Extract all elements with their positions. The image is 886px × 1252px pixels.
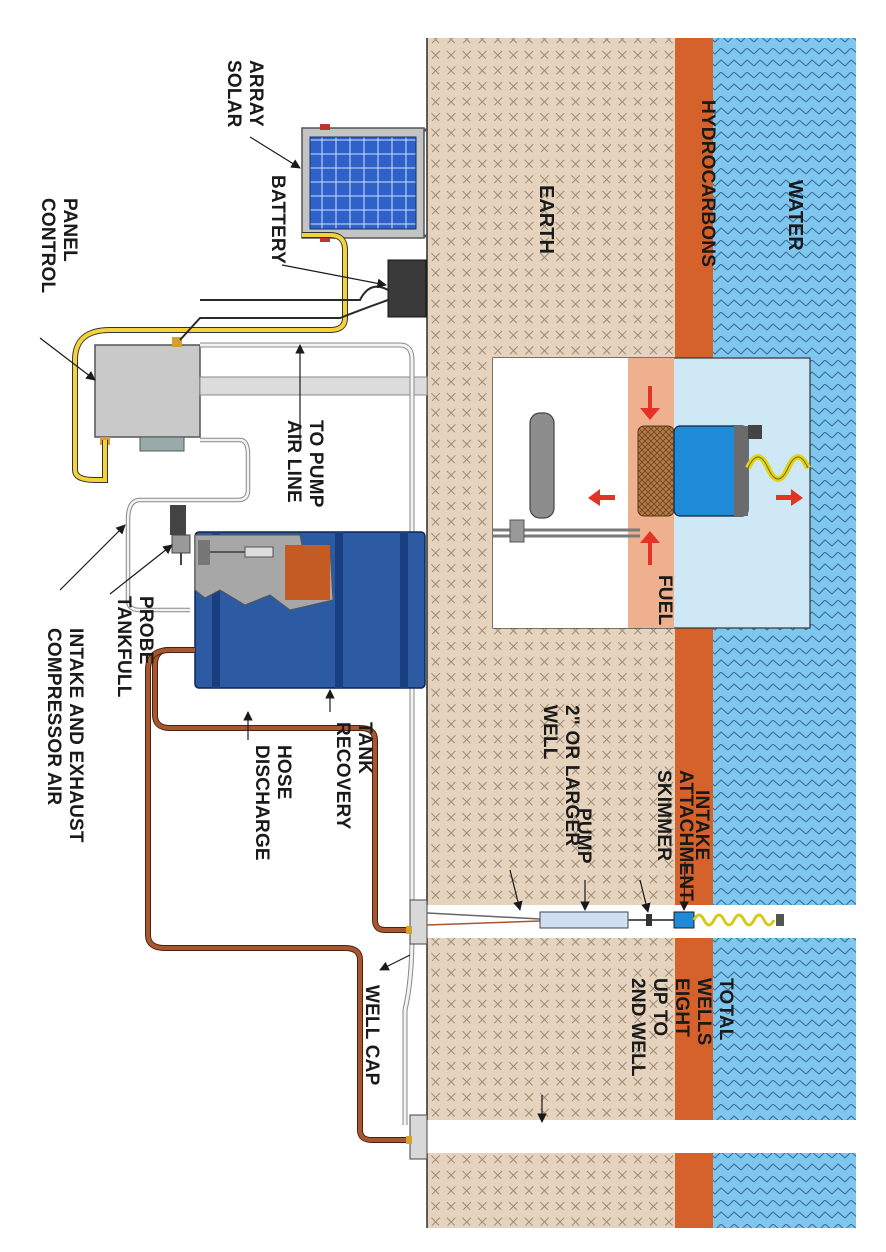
arrow-down-right bbox=[776, 489, 803, 506]
svg-text:INTAKE AND EXHAUST: INTAKE AND EXHAUST bbox=[65, 628, 86, 843]
arrow-up-left bbox=[588, 489, 615, 506]
svg-text:PUMP: PUMP bbox=[573, 808, 594, 864]
control-panel bbox=[94, 337, 428, 452]
second-well-bore bbox=[427, 1120, 856, 1153]
label-recovery-tank: RECOVERY TANK bbox=[332, 722, 375, 830]
earth-layer bbox=[427, 38, 675, 1228]
svg-text:HOSE: HOSE bbox=[273, 745, 294, 800]
svg-text:TOTAL: TOTAL bbox=[715, 978, 736, 1041]
label-battery: BATTERY bbox=[267, 175, 288, 264]
main-well-bore bbox=[427, 905, 856, 938]
label-tankfull-probe: TANKFULL PROBE bbox=[113, 596, 156, 698]
battery-cable-2 bbox=[179, 299, 389, 341]
main-well-cap bbox=[406, 899, 428, 945]
label-intake: INTAKE bbox=[691, 790, 712, 861]
svg-text:HYDROCARBONS: HYDROCARBONS bbox=[697, 100, 718, 267]
solar-array bbox=[301, 124, 427, 242]
svg-text:BATTERY: BATTERY bbox=[267, 175, 288, 264]
label-discharge-hose: DISCHARGE HOSE bbox=[251, 745, 294, 861]
intake-spiral bbox=[692, 913, 776, 927]
filter-mesh bbox=[637, 425, 675, 517]
label-fuel: FUEL bbox=[654, 575, 675, 626]
label-solar-array: SOLAR ARRAY bbox=[223, 60, 266, 128]
svg-text:WELLS: WELLS bbox=[693, 978, 714, 1046]
svg-text:WATER: WATER bbox=[784, 180, 806, 251]
battery-cable-1 bbox=[200, 285, 389, 301]
pump-body bbox=[539, 911, 629, 929]
label-compressor-air: COMPRESSOR AIR INTAKE AND EXHAUST bbox=[43, 628, 86, 843]
tankfull-probe bbox=[170, 505, 191, 565]
svg-text:UP TO: UP TO bbox=[649, 978, 670, 1036]
well-pump-assembly bbox=[426, 911, 784, 929]
svg-text:EIGHT: EIGHT bbox=[671, 978, 692, 1037]
pump-cutaway-inset bbox=[492, 357, 811, 629]
skimmer-unit bbox=[646, 914, 652, 926]
svg-text:SOLAR: SOLAR bbox=[223, 60, 244, 128]
second-well-cap bbox=[406, 1114, 428, 1160]
arrow-fuel-in-bottom bbox=[640, 531, 660, 565]
svg-text:2" OR LARGER: 2" OR LARGER bbox=[561, 705, 582, 846]
label-air-line: AIR LINE TO PUMP bbox=[283, 420, 326, 508]
arrow-fuel-in-top bbox=[640, 386, 660, 420]
label-skimmer-attachment: SKIMMER ATTACHMENT bbox=[653, 770, 696, 901]
label-well-cap: WELL CAP bbox=[361, 985, 382, 1086]
label-well: WELL 2" OR LARGER bbox=[539, 705, 582, 846]
label-control-panel: CONTROL PANEL bbox=[37, 198, 80, 294]
svg-text:CONTROL: CONTROL bbox=[37, 198, 58, 294]
svg-text:TO PUMP: TO PUMP bbox=[305, 420, 326, 508]
label-water: WATER bbox=[784, 180, 806, 251]
svg-text:WELL CAP: WELL CAP bbox=[361, 985, 382, 1086]
intake-unit bbox=[673, 911, 695, 929]
svg-text:PROBE: PROBE bbox=[135, 596, 156, 665]
svg-text:WELL: WELL bbox=[539, 705, 560, 760]
svg-text:2ND WELL: 2ND WELL bbox=[627, 978, 648, 1077]
svg-text:DISCHARGE: DISCHARGE bbox=[251, 745, 272, 861]
battery-box bbox=[387, 259, 427, 318]
hydrocarbons-layer bbox=[675, 38, 713, 1228]
water-layer bbox=[713, 38, 856, 1228]
svg-text:ATTACHMENT: ATTACHMENT bbox=[675, 770, 696, 901]
svg-text:FUEL: FUEL bbox=[654, 575, 675, 626]
leader-lines bbox=[39, 136, 689, 1123]
label-pump: PUMP bbox=[573, 808, 594, 864]
label-second-well: 2ND WELL UP TO EIGHT WELLS TOTAL bbox=[627, 978, 736, 1077]
svg-text:TANKFULL: TANKFULL bbox=[113, 596, 134, 698]
svg-text:EARTH: EARTH bbox=[535, 185, 557, 254]
svg-text:AIR LINE: AIR LINE bbox=[283, 420, 304, 503]
label-hydrocarbons: HYDROCARBONS bbox=[697, 100, 718, 267]
recovery-tank bbox=[194, 531, 426, 689]
float-disc bbox=[529, 412, 555, 519]
svg-text:TANK: TANK bbox=[354, 722, 375, 774]
svg-text:RECOVERY: RECOVERY bbox=[332, 722, 353, 830]
label-earth: EARTH bbox=[535, 185, 557, 254]
svg-text:SKIMMER: SKIMMER bbox=[653, 770, 674, 861]
svg-text:INTAKE: INTAKE bbox=[691, 790, 712, 861]
svg-text:PANEL: PANEL bbox=[59, 198, 80, 262]
tank-fuel-fill bbox=[285, 545, 330, 600]
svg-text:COMPRESSOR AIR: COMPRESSOR AIR bbox=[43, 628, 64, 805]
svg-text:ARRAY: ARRAY bbox=[245, 60, 266, 127]
